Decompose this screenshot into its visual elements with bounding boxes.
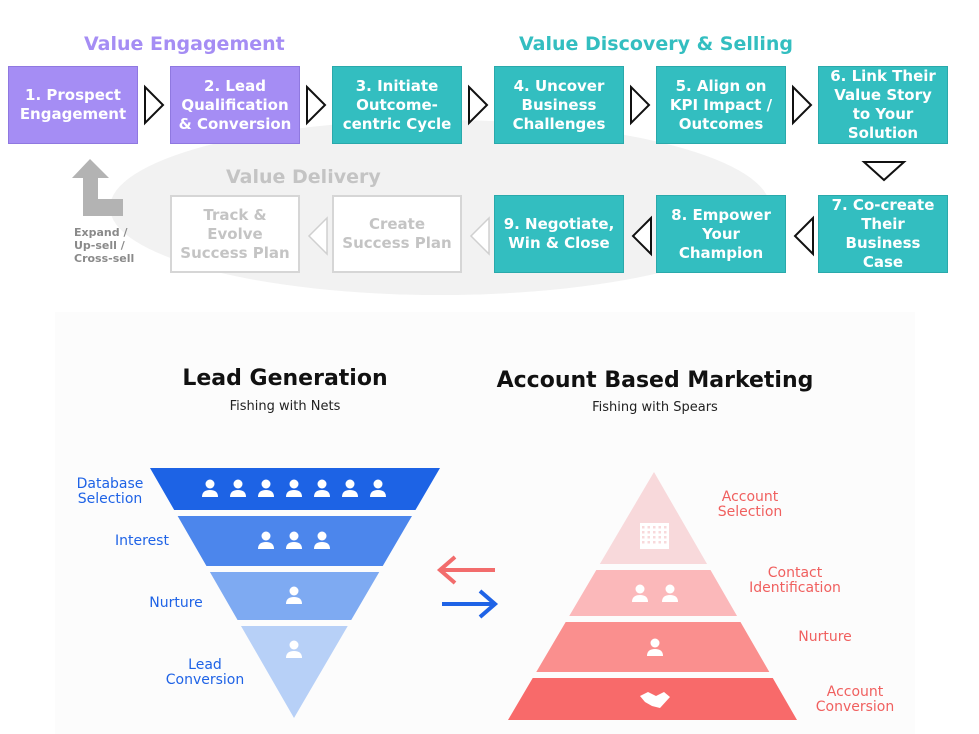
person-icon <box>370 479 386 497</box>
person-icon <box>230 479 246 497</box>
handshake-icon <box>640 692 670 708</box>
arrow-right-icon <box>144 84 165 126</box>
step-3: 3. Initiate Outcome-centric Cycle <box>332 66 462 144</box>
arrow-right-icon <box>792 84 813 126</box>
person-icon <box>258 479 274 497</box>
person-icon <box>286 531 302 549</box>
person-icon <box>314 479 330 497</box>
step-2: 2. Lead Qualification & Conversion <box>170 66 300 144</box>
arrow-right-icon <box>306 84 327 126</box>
arrow-right-icon <box>468 84 489 126</box>
step-create-success-plan: Create Success Plan <box>332 195 462 273</box>
lead-stage-label: Lead Conversion <box>165 657 245 688</box>
funnel-stage <box>150 468 440 510</box>
funnel-stage <box>241 626 348 718</box>
abm-title: Account Based Marketing <box>496 368 814 393</box>
flow-arrows <box>72 84 907 257</box>
person-icon <box>286 640 302 658</box>
funnel-stage <box>177 516 412 566</box>
abm-subtitle: Fishing with Spears <box>592 400 718 415</box>
lead-gen-subtitle: Fishing with Nets <box>229 399 341 414</box>
person-icon <box>202 479 218 497</box>
person-icon <box>286 586 302 604</box>
pyramid-stage <box>569 570 738 616</box>
arrow-right-blue-icon <box>442 589 499 619</box>
expand-arrow-icon <box>72 159 123 216</box>
person-icon <box>314 531 330 549</box>
abm-stage-label: Contact Identification <box>749 565 841 596</box>
lead-gen-title: Lead Generation <box>182 366 388 391</box>
step-track-evolve: Track & Evolve Success Plan <box>170 195 300 273</box>
step-5: 5. Align on KPI Impact / Outcomes <box>656 66 786 144</box>
arrow-left-icon <box>469 216 490 256</box>
lead-stage-label: Interest <box>115 533 169 549</box>
person-icon <box>258 531 274 549</box>
person-icon <box>632 584 648 602</box>
arrow-left-icon <box>793 215 814 257</box>
abm-stage-label: Nurture <box>798 629 852 645</box>
step-6: 6. Link Their Value Story to Your Soluti… <box>818 66 948 144</box>
pyramid-stage <box>536 622 770 672</box>
funnel-stage <box>209 572 380 620</box>
person-icon <box>286 479 302 497</box>
step-7: 7. Co-create Their Business Case <box>818 195 948 273</box>
arrow-down-icon <box>861 161 907 182</box>
person-icon <box>662 584 678 602</box>
step-8: 8. Empower Your Champion <box>656 195 786 273</box>
arrow-left-red-icon <box>436 555 495 585</box>
section-value-engagement: Value Engagement <box>84 33 285 55</box>
lead-stage-label: Nurture <box>149 595 203 611</box>
step-9: 9. Negotiate, Win & Close <box>494 195 624 273</box>
step-1: 1. Prospect Engagement <box>8 66 138 144</box>
arrow-left-icon <box>307 216 328 256</box>
arrow-left-icon <box>631 215 652 257</box>
expand-label: Expand / Up-sell / Cross-sell <box>74 226 135 265</box>
abm-stage-label: Account Selection <box>717 489 783 520</box>
lead-stage-label: Database Selection <box>76 476 144 507</box>
abm-stage-label: Account Conversion <box>815 684 895 715</box>
person-icon <box>342 479 358 497</box>
building-icon <box>640 523 669 549</box>
pyramid-stage <box>599 472 708 564</box>
arrow-right-icon <box>630 84 651 126</box>
section-value-discovery: Value Discovery & Selling <box>519 33 793 55</box>
person-icon <box>647 638 663 656</box>
step-4: 4. Uncover Business Challenges <box>494 66 624 144</box>
section-value-delivery: Value Delivery <box>226 166 381 188</box>
